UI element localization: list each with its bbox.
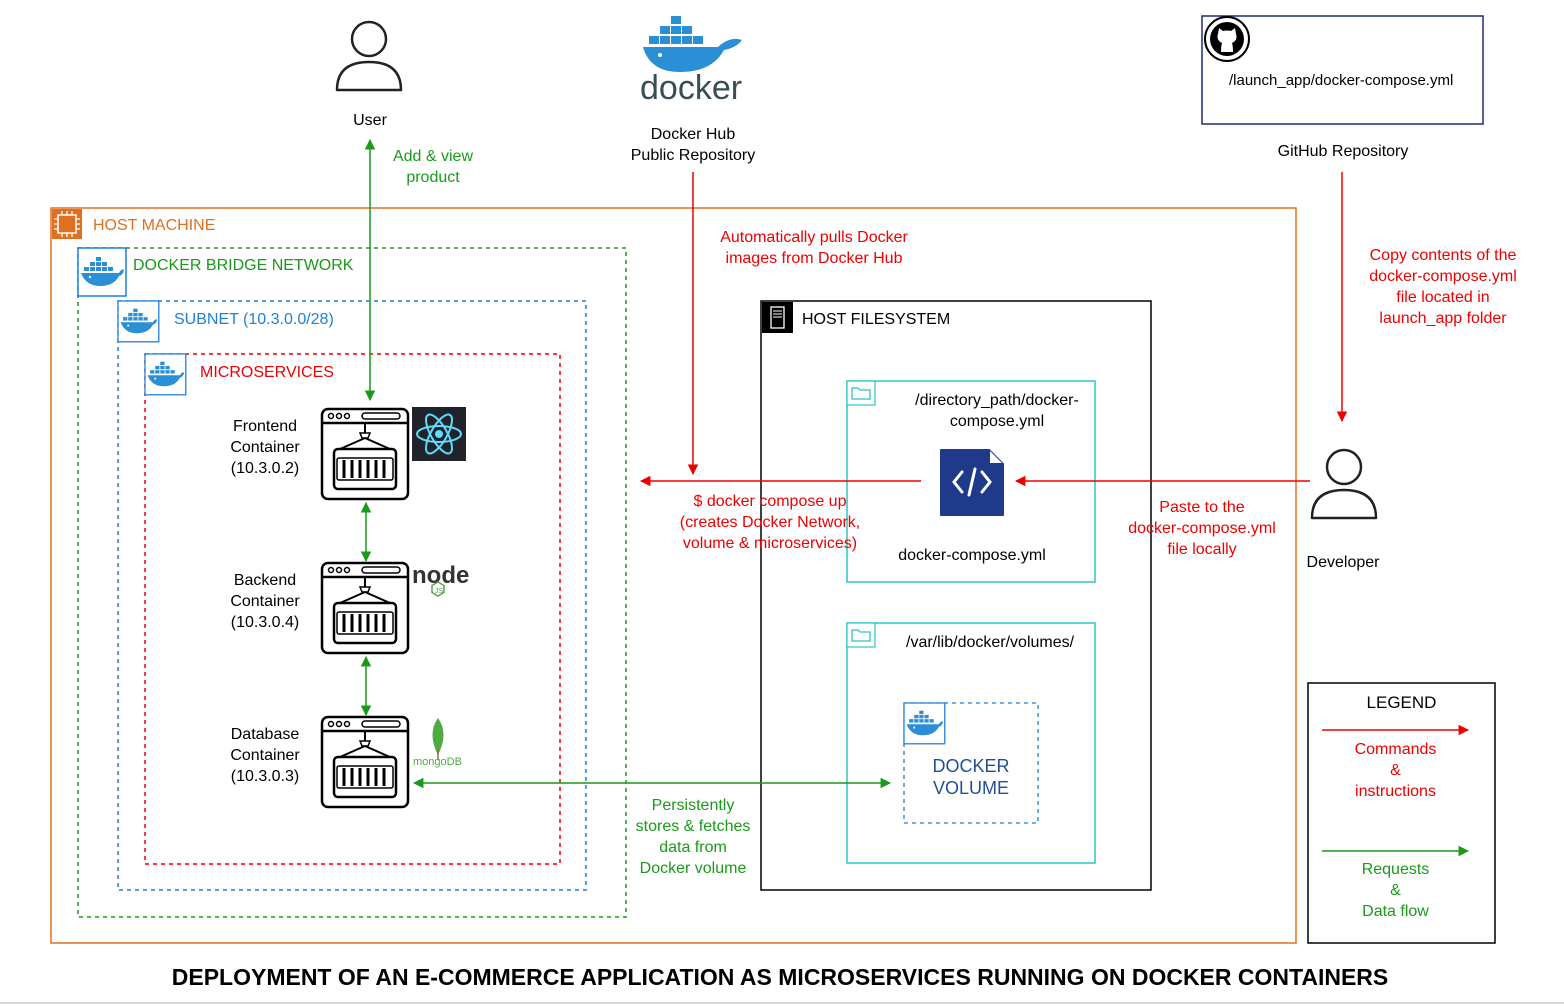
user-arrow-label: Add & view product — [392, 148, 474, 186]
bridge-network-frame — [77, 247, 627, 918]
database-container-icon — [320, 715, 410, 809]
github-icon — [1204, 16, 1250, 62]
compose-file-label: docker-compose.yml — [898, 547, 1046, 564]
microservices-frame — [144, 353, 561, 865]
github-file-path: /launch_app/docker-compose.yml — [1229, 72, 1454, 89]
subnet-frame — [117, 300, 587, 891]
copy-contents-label: Copy contents of the docker-compose.yml … — [1369, 247, 1517, 327]
docker-wordmark: docker — [640, 69, 742, 107]
subnet-whale-icon — [117, 300, 160, 343]
svg-text:JS: JS — [435, 588, 444, 595]
mongodb-icon: mongoDB — [413, 718, 462, 768]
host-machine-frame — [50, 207, 1297, 944]
paste-label: Paste to the docker-compose.yml file loc… — [1128, 499, 1276, 558]
developer-icon — [1310, 448, 1378, 520]
host-machine-title: HOST MACHINE — [93, 217, 216, 234]
pull-images-label: Automatically pulls Docker images from D… — [720, 229, 908, 267]
code-file-icon — [940, 449, 1004, 516]
persist-label: Persistently stores & fetches data from … — [635, 797, 751, 877]
bridge-network-title: DOCKER BRIDGE NETWORK — [133, 257, 354, 274]
backend-container-label: Backend Container (10.3.0.4) — [230, 572, 300, 631]
subnet-title: SUBNET (10.3.0.0/28) — [174, 311, 334, 328]
developer-label: Developer — [1306, 554, 1380, 571]
legend-frame — [1307, 682, 1496, 944]
user-label: User — [353, 112, 387, 129]
compose-path-label: /directory_path/docker- compose.yml — [915, 392, 1079, 430]
mongo-wordmark: mongoDB — [413, 756, 462, 768]
docker-logo-icon: docker — [640, 16, 742, 107]
github-repo-frame — [1201, 15, 1484, 125]
folder-icon — [846, 622, 876, 648]
legend-title: LEGEND — [1366, 693, 1437, 712]
github-label: GitHub Repository — [1277, 143, 1409, 160]
dockerhub-label: Docker Hub Public Repository — [630, 126, 756, 164]
frontend-container-label: Frontend Container (10.3.0.2) — [230, 418, 300, 477]
legend-commands-label: Commands & instructions — [1354, 741, 1437, 800]
node-wordmark: node — [412, 562, 469, 589]
docker-volume-frame — [903, 702, 1039, 824]
microservices-title: MICROSERVICES — [200, 364, 334, 381]
folder-icon — [846, 380, 876, 406]
volumes-folder-frame — [846, 622, 1096, 864]
host-filesystem-frame — [760, 300, 1152, 891]
legend-requests-label: Requests & Data flow — [1361, 861, 1430, 920]
backend-container-icon — [320, 561, 410, 655]
user-icon — [335, 20, 403, 92]
volumes-path-label: /var/lib/docker/volumes/ — [906, 634, 1075, 651]
nodejs-icon: node JS — [412, 562, 469, 597]
host-filesystem-title: HOST FILESYSTEM — [802, 311, 951, 328]
docker-bridge-whale-icon — [77, 247, 127, 297]
docker-volume-label: DOCKER VOLUME — [932, 756, 1010, 798]
microservices-whale-icon — [144, 353, 187, 396]
database-container-label: Database Container (10.3.0.3) — [230, 726, 300, 785]
frontend-container-icon — [320, 407, 410, 501]
diagram-title: DEPLOYMENT OF AN E-COMMERCE APPLICATION … — [171, 964, 1389, 990]
compose-up-label: $ docker compose up (creates Docker Netw… — [679, 493, 861, 552]
volume-whale-icon — [903, 702, 946, 745]
